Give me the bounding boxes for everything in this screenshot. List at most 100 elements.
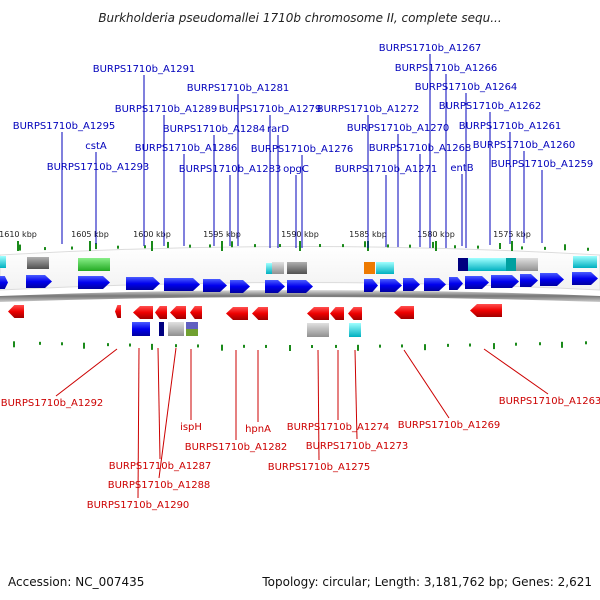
- reverse-gene-label: BURPS1710b_A1282: [185, 442, 288, 453]
- feature-domain-box: [364, 262, 375, 274]
- forward-gene-label: BURPS1710b_A1259: [491, 159, 594, 170]
- reverse-gene-arrow: [330, 307, 344, 320]
- forward-gene-arrow: [380, 279, 402, 292]
- reverse-label-leader: [403, 349, 450, 419]
- forward-gene-arrow: [572, 272, 598, 285]
- scale-label: 1600 kbp: [133, 230, 171, 239]
- reverse-gene-label: BURPS1710b_A1292: [1, 398, 104, 409]
- forward-gene-label: BURPS1710b_A1261: [459, 121, 562, 132]
- forward-gene-arrow: [164, 278, 200, 291]
- feature-domain-box: [506, 258, 516, 271]
- reverse-gene-arrow: [394, 306, 414, 319]
- forward-gene-label: BURPS1710b_A1272: [317, 104, 420, 115]
- forward-gene-label: BURPS1710b_A1260: [473, 140, 576, 151]
- scale-label: 1610 kbp: [0, 230, 37, 239]
- forward-gene-arrow: [26, 275, 52, 288]
- genome-summary-text: Topology: circular; Length: 3,181,762 bp…: [261, 575, 592, 589]
- feature-domain-box: [307, 323, 329, 337]
- forward-gene-label: BURPS1710b_A1266: [395, 63, 498, 74]
- feature-domain-box: [132, 322, 150, 336]
- feature-domain-box: [484, 258, 506, 271]
- feature-domain-box: [0, 256, 6, 268]
- reverse-label-leader: [317, 349, 320, 461]
- reverse-gene-arrow: [226, 307, 248, 320]
- feature-domain-box: [458, 258, 468, 271]
- reverse-gene-arrow: [348, 307, 362, 320]
- feature-domain-box: [349, 323, 361, 337]
- reverse-label-leader: [137, 347, 140, 499]
- feature-domain-box: [516, 258, 538, 271]
- feature-domain-box: [376, 262, 394, 274]
- gene-features: [0, 256, 598, 337]
- feature-domain-box: [272, 262, 284, 274]
- reverse-gene-arrow: [133, 306, 153, 319]
- forward-gene-label: cstA: [85, 141, 107, 152]
- feature-domain-box: [573, 256, 597, 268]
- forward-gene-label: opgC: [283, 164, 309, 175]
- ring-lower-band: [0, 297, 600, 345]
- feature-domain-box: [468, 258, 484, 271]
- forward-gene-label: BURPS1710b_A1284: [163, 124, 266, 135]
- scale-label: 1575 kbp: [493, 230, 531, 239]
- forward-gene-arrow: [540, 273, 564, 286]
- forward-gene-label: entB: [450, 163, 473, 174]
- reverse-gene-label: hpnA: [245, 424, 271, 435]
- feature-domain-box: [186, 329, 198, 336]
- reverse-gene-label: BURPS1710b_A1274: [287, 422, 390, 433]
- forward-gene-arrow: [126, 277, 160, 290]
- forward-gene-label: BURPS1710b_A1281: [187, 83, 290, 94]
- forward-gene-label: BURPS1710b_A1286: [135, 143, 238, 154]
- forward-gene-label: BURPS1710b_A1279: [219, 104, 322, 115]
- scale-label: 1595 kbp: [203, 230, 241, 239]
- forward-gene-arrow: [465, 276, 489, 289]
- forward-gene-label: BURPS1710b_A1270: [347, 123, 450, 134]
- forward-gene-label: BURPS1710b_A1264: [415, 82, 518, 93]
- forward-gene-label: BURPS1710b_A1293: [47, 162, 150, 173]
- scale-ticks: [13, 241, 589, 351]
- forward-gene-arrow: [287, 280, 313, 293]
- reverse-gene-label: BURPS1710b_A1290: [87, 500, 190, 511]
- forward-gene-label: BURPS1710b_A1268: [369, 143, 472, 154]
- reverse-gene-arrow: [307, 307, 329, 320]
- forward-gene-arrow: [364, 279, 378, 292]
- reverse-label-leader: [55, 348, 118, 397]
- forward-gene-label: BURPS1710b_A1271: [335, 164, 438, 175]
- forward-gene-label: BURPS1710b_A1289: [115, 104, 218, 115]
- forward-gene-label: BURPS1710b_A1295: [13, 121, 116, 132]
- reverse-gene-label: BURPS1710b_A1269: [398, 420, 501, 431]
- forward-gene-arrow: [265, 280, 285, 293]
- forward-gene-arrow: [0, 276, 8, 289]
- feature-domain-box: [78, 258, 110, 271]
- reverse-label-leader: [354, 349, 358, 440]
- scale-labels: 1610 kbp 1605 kbp 1600 kbp 1595 kbp 1590 kbp…: [0, 230, 531, 239]
- feature-domain-box: [266, 263, 272, 274]
- accession-text: Accession: NC_007435: [8, 575, 144, 589]
- scale-label: 1580 kbp: [417, 230, 455, 239]
- reverse-label-leader: [158, 347, 177, 479]
- feature-domain-box: [159, 322, 164, 336]
- reverse-gene-arrow: [252, 307, 268, 320]
- reverse-gene-label: BURPS1710b_A1288: [108, 480, 211, 491]
- forward-gene-label: BURPS1710b_A1283: [179, 164, 282, 175]
- feature-domain-box: [186, 322, 198, 329]
- reverse-gene-label: BURPS1710b_A1287: [109, 461, 212, 472]
- reverse-label-leader: [483, 348, 549, 395]
- reverse-gene-label: BURPS1710b_A1275: [268, 462, 371, 473]
- forward-gene-arrow: [230, 280, 250, 293]
- reverse-gene-arrow: [155, 306, 167, 319]
- reverse-gene-label: BURPS1710b_A1273: [306, 441, 409, 452]
- map-title: Burkholderia pseudomallei 1710b chromoso…: [98, 11, 501, 25]
- forward-gene-arrow: [78, 276, 110, 289]
- feature-domain-box: [168, 322, 184, 336]
- reverse-label-leader: [157, 347, 161, 460]
- gene-labels: BURPS1710b_A1267BURPS1710b_A1266BURPS171…: [1, 43, 600, 511]
- reverse-gene-label: BURPS1710b_A1263: [499, 396, 600, 407]
- forward-gene-label: BURPS1710b_A1291: [93, 64, 196, 75]
- scale-label: 1605 kbp: [71, 230, 109, 239]
- forward-gene-arrow: [203, 279, 227, 292]
- reverse-gene-arrow: [170, 306, 186, 319]
- reverse-gene-arrow: [190, 306, 202, 319]
- forward-gene-label: BURPS1710b_A1276: [251, 144, 354, 155]
- scale-label: 1590 kbp: [281, 230, 319, 239]
